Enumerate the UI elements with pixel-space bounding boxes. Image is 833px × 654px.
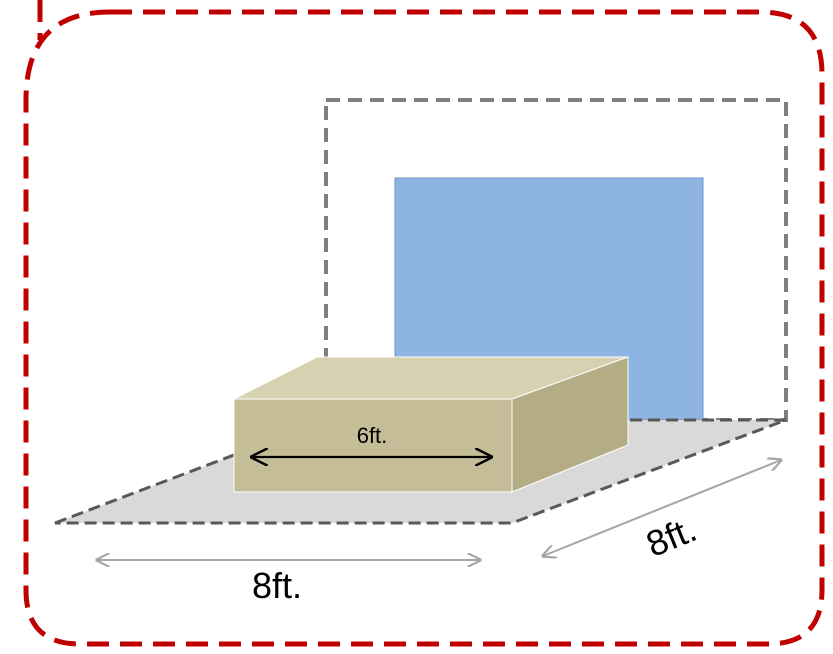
floor-depth-arrow <box>543 460 781 556</box>
wall-outline <box>324 98 788 422</box>
floor-width-label: 8ft. <box>252 565 302 606</box>
floor-depth-label: 8ft. <box>640 508 702 565</box>
box-front-face <box>233 398 513 493</box>
box-width-label: 6ft. <box>357 423 388 448</box>
